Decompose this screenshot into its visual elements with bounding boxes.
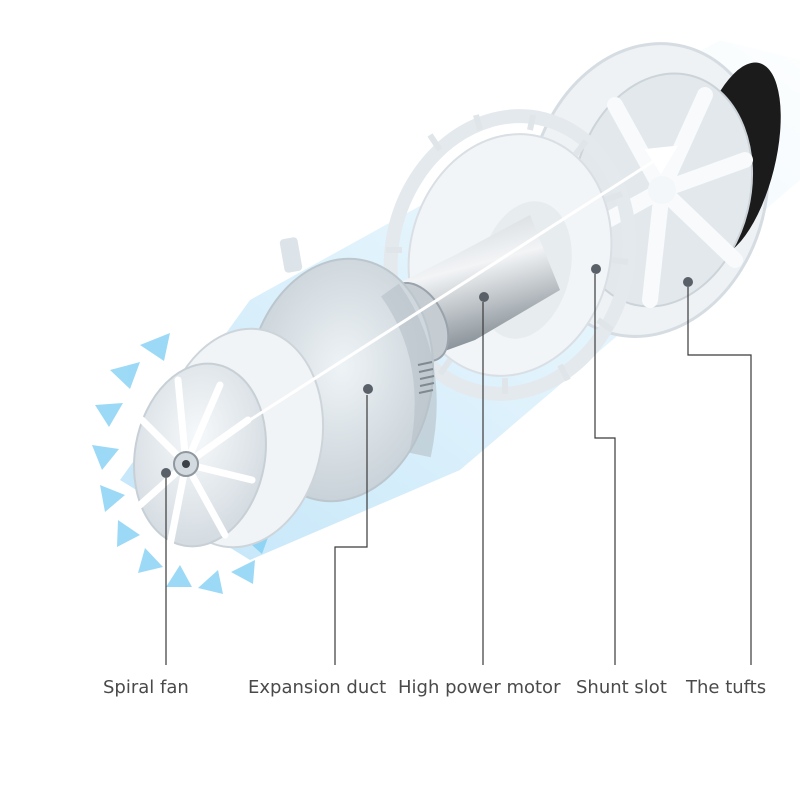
spiral-fan — [133, 327, 325, 549]
spiral-fan-halo — [92, 333, 270, 594]
leader-line-the-tufts — [687, 287, 752, 665]
leader-line-expansion-duct — [334, 395, 368, 665]
label-high-power-motor: High power motor — [398, 677, 561, 698]
shunt-slot-marker — [591, 264, 601, 274]
expansion-duct-marker — [363, 384, 373, 394]
label-shunt-slot: Shunt slot — [576, 677, 667, 698]
tufts-marker — [683, 277, 693, 287]
label-the-tufts: The tufts — [686, 677, 767, 698]
spiral-fan-marker — [161, 468, 171, 478]
airflow-arrow — [199, 145, 679, 454]
label-expansion-duct: Expansion duct — [248, 677, 387, 698]
label-spiral-fan: Spiral fan — [103, 677, 189, 698]
leader-line-shunt-slot — [594, 274, 616, 665]
motor-marker — [479, 292, 489, 302]
